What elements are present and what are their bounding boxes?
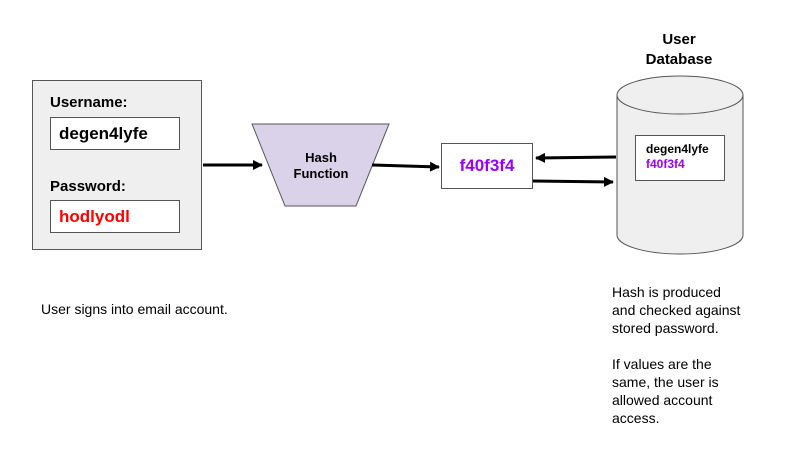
database-title-line2: Database	[645, 51, 713, 68]
caption-right-p2-l2: same, the user is	[612, 374, 719, 390]
hash-output-box: f40f3f4	[441, 143, 533, 189]
database-record-username: degen4lyfe	[646, 142, 709, 156]
login-form: Username: degen4lyfe Password: hodlyodl	[32, 80, 202, 250]
caption-right-p2-l3: allowed account	[612, 392, 713, 408]
caption-right: Hash is produced and checked against sto…	[612, 283, 792, 427]
caption-right-p1-l2: and checked against	[612, 302, 741, 318]
database-title-line1: User	[662, 31, 696, 48]
password-label: Password:	[50, 178, 126, 195]
hash-function-label-line1: Hash	[305, 150, 337, 165]
database-title: User Database	[610, 30, 748, 70]
caption-right-p1-l1: Hash is produced	[612, 284, 721, 300]
caption-right-p2-l1: If values are the	[612, 356, 712, 372]
username-field[interactable]: degen4lyfe	[50, 117, 180, 150]
hash-function-label-line2: Function	[293, 166, 349, 181]
hash-function-shape	[251, 123, 390, 207]
arrow-hash-function-to-output	[371, 161, 440, 172]
username-label: Username:	[50, 94, 128, 111]
caption-left: User signs into email account.	[41, 301, 228, 317]
caption-right-p1-l3: stored password.	[612, 320, 719, 336]
password-field[interactable]: hodlyodl	[50, 200, 180, 233]
database-record: degen4lyfe f40f3f4	[635, 135, 725, 181]
caption-right-p2-l4: access.	[612, 410, 660, 426]
database-record-hash: f40f3f4	[646, 157, 685, 171]
hash-function-label: Hash Function	[285, 150, 357, 182]
arrow-database-to-hash	[535, 152, 617, 163]
arrow-hash-to-database	[532, 176, 614, 187]
